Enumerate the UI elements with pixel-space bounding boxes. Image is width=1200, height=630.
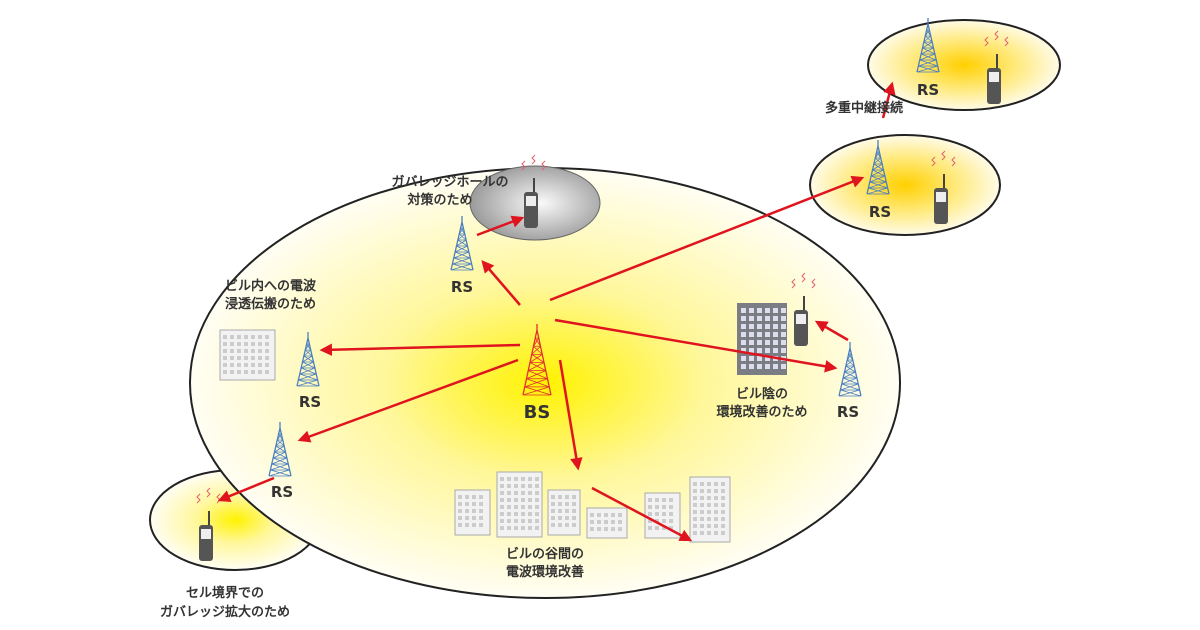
signal-arrow — [217, 476, 275, 503]
label-coverage-hole-1: ガバレッジホールの — [391, 175, 508, 190]
mobile-phone-icon — [791, 272, 816, 346]
rs-label: RS — [299, 393, 321, 411]
bs-tower-icon — [522, 324, 552, 396]
rs-tower-icon — [866, 140, 890, 195]
bs-label: BS — [524, 402, 551, 423]
phones — [196, 30, 1009, 561]
city-building-icon — [689, 476, 731, 543]
label-shadow-2: 環境改善のため — [716, 404, 807, 420]
city-building-icon — [454, 489, 491, 536]
signal-arrow — [591, 486, 693, 542]
rs-label: RS — [451, 278, 473, 296]
rs-tower-icon — [916, 18, 940, 73]
label-building-pen-2: 浸透伝搬のため — [225, 296, 316, 312]
rs-tower-icon — [296, 332, 320, 387]
signal-arrow — [476, 215, 525, 237]
signal-arrow — [558, 359, 583, 471]
rs-tower-icon — [450, 216, 474, 271]
relay-cell-1 — [809, 134, 1001, 236]
relay-cell-2 — [867, 19, 1061, 111]
house-building-icon — [219, 329, 276, 381]
mobile-phone-icon — [521, 154, 546, 228]
rs-label: RS — [271, 483, 293, 501]
mobile-phone-icon — [984, 30, 1009, 104]
signal-arrow — [481, 260, 521, 306]
city-building-icon — [586, 507, 628, 539]
office-building-icon — [737, 303, 787, 375]
rs-label: RS — [869, 203, 891, 221]
buildings — [219, 303, 787, 543]
label-edge-2: ガバレッジ拡大のため — [160, 604, 290, 620]
signal-arrow — [881, 81, 896, 119]
towers — [268, 18, 940, 477]
mobile-phone-icon — [931, 150, 956, 224]
label-shadow-1: ビル陰の — [736, 386, 788, 402]
city-building-icon — [547, 489, 581, 536]
rs-label: RS — [917, 81, 939, 99]
label-multi-hop: 多重中継接続 — [825, 100, 903, 116]
label-valley-2: 電波環境改善 — [506, 564, 584, 580]
label-coverage-hole-2: 対策のため — [406, 192, 472, 208]
signal-arrow — [319, 343, 521, 356]
arrows — [217, 81, 896, 542]
signal-arrow — [554, 318, 838, 373]
rs-tower-icon — [838, 342, 862, 397]
signal-arrow — [297, 358, 519, 443]
label-building-pen-1: ビル内への電波 — [225, 278, 317, 294]
rs-label: RS — [837, 403, 859, 421]
mobile-phone-icon — [196, 487, 221, 561]
rs-tower-icon — [268, 422, 292, 477]
label-valley-1: ビルの谷間の — [506, 546, 584, 562]
label-edge-1: セル境界での — [186, 585, 264, 601]
signal-arrow — [549, 175, 865, 302]
city-building-icon — [496, 471, 543, 538]
signal-arrow — [814, 320, 849, 342]
